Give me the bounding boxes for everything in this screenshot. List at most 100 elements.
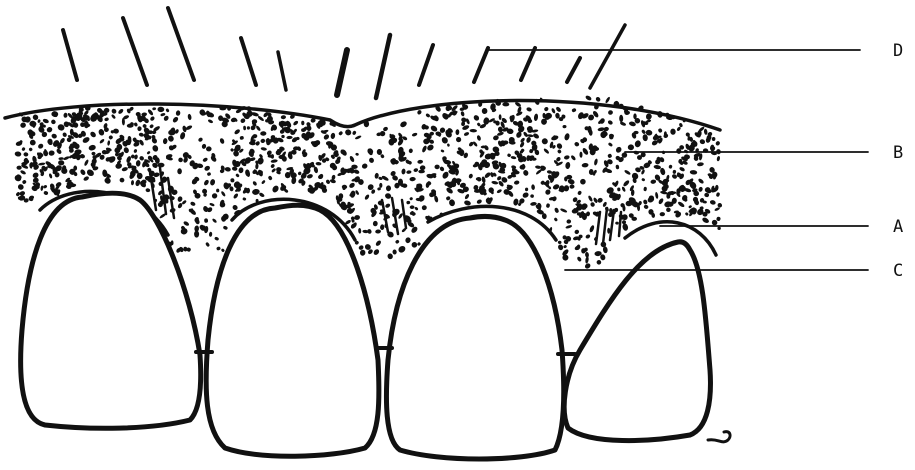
stipple-dot [352, 130, 357, 135]
stipple-dot [460, 111, 465, 117]
stipple-dot [590, 201, 596, 207]
stipple-dot [671, 173, 678, 179]
stipple-dot [384, 203, 390, 209]
stipple-dot [63, 113, 67, 118]
stipple-dot [525, 187, 529, 191]
stipple-dot [234, 128, 241, 135]
stipple-dot [315, 162, 321, 166]
stipple-dot [690, 170, 698, 175]
stipple-dot [513, 198, 519, 206]
stipple-dot [14, 151, 21, 157]
stipple-dot [701, 216, 710, 224]
stipple-dot [83, 176, 90, 182]
stipple-dot [344, 128, 352, 136]
stipple-dot [589, 225, 595, 233]
stipple-dot [411, 132, 417, 137]
stipple-dot [152, 107, 156, 111]
stipple-dot [63, 156, 70, 161]
leader-lines [488, 50, 868, 270]
stipple-dot [615, 146, 623, 154]
stipple-dot [224, 167, 231, 172]
stipple-dot [421, 145, 427, 153]
hair-stroke [419, 45, 433, 85]
stipple-dot [51, 133, 58, 139]
stipple-dot [585, 252, 589, 258]
stipple-dot [281, 135, 285, 138]
stipple-dot [358, 244, 364, 250]
stipple-dot [239, 136, 244, 140]
stipple-dot [386, 185, 391, 191]
stipple-dot [255, 140, 261, 146]
stipple-dot [631, 172, 639, 181]
stipple-dot [409, 177, 415, 182]
stipple-dot [117, 108, 124, 115]
stipple-dot [468, 173, 473, 179]
stipple-dot [230, 178, 234, 183]
stipple-dot [40, 185, 43, 191]
stipple-dot [406, 201, 410, 205]
stipple-dot [564, 133, 571, 141]
stipple-dot [16, 166, 21, 170]
stipple-dot [380, 224, 385, 230]
stipple-dot [507, 153, 512, 157]
stipple-dot [558, 241, 562, 245]
stipple-dot [564, 155, 570, 160]
stipple-dot [510, 156, 516, 160]
stipple-dot [223, 225, 229, 230]
stipple-dot [271, 168, 276, 173]
stipple-dot [43, 185, 48, 189]
stipple-dot [58, 160, 65, 166]
stipple-dot [688, 205, 692, 209]
stipple-dot [243, 126, 246, 131]
stipple-dot [526, 107, 532, 112]
stipple-dot [633, 113, 636, 119]
stipple-dot [679, 166, 686, 172]
stipple-dot [655, 192, 659, 199]
stipple-dot [205, 242, 210, 248]
stipple-dot [615, 164, 619, 169]
stipple-dot [355, 152, 359, 156]
stipple-dot [490, 172, 495, 178]
stipple-dot [526, 136, 532, 143]
stipple-dot [48, 150, 55, 156]
root-curl-detail [708, 432, 730, 442]
stipple-dot [306, 173, 313, 179]
stipple-dot [209, 179, 215, 186]
stipple-dot [565, 162, 571, 170]
stipple-dot [715, 140, 721, 146]
hair-stroke [567, 58, 580, 82]
stipple-dot [373, 248, 381, 256]
hair-stroke [241, 38, 256, 85]
stipple-dot [48, 173, 52, 179]
stipple-dot [22, 179, 27, 184]
stipple-dot [379, 183, 382, 188]
stipple-dot [430, 124, 439, 132]
stipple-dot [643, 204, 649, 209]
stipple-dot [138, 132, 144, 137]
stipple-dot [615, 221, 619, 224]
stipple-dot [455, 136, 462, 143]
stipple-dot [177, 196, 183, 203]
stipple-dot [19, 190, 26, 196]
stipple-dot [522, 169, 529, 176]
stipple-dot [207, 172, 212, 177]
stipple-dot [271, 184, 280, 193]
stipple-dot [658, 197, 665, 204]
stipple-dot [82, 136, 91, 144]
stipple-dot [582, 147, 590, 156]
stipple-dot [557, 149, 562, 154]
stipple-dot [716, 156, 720, 162]
stipple-dot [212, 218, 218, 224]
hair-stroke [278, 52, 286, 90]
stipple-dot [577, 190, 582, 195]
stipple-dot [216, 246, 221, 251]
label-a: A [893, 217, 903, 237]
stipple-dot [535, 165, 541, 169]
stipple-dot [596, 259, 602, 265]
stipple-dot [487, 186, 494, 194]
stipple-dot [455, 129, 459, 135]
stipple-dot [28, 147, 33, 152]
stipple-dot [641, 129, 646, 135]
stipple-dot [579, 178, 587, 186]
hair-strokes [63, 8, 625, 98]
